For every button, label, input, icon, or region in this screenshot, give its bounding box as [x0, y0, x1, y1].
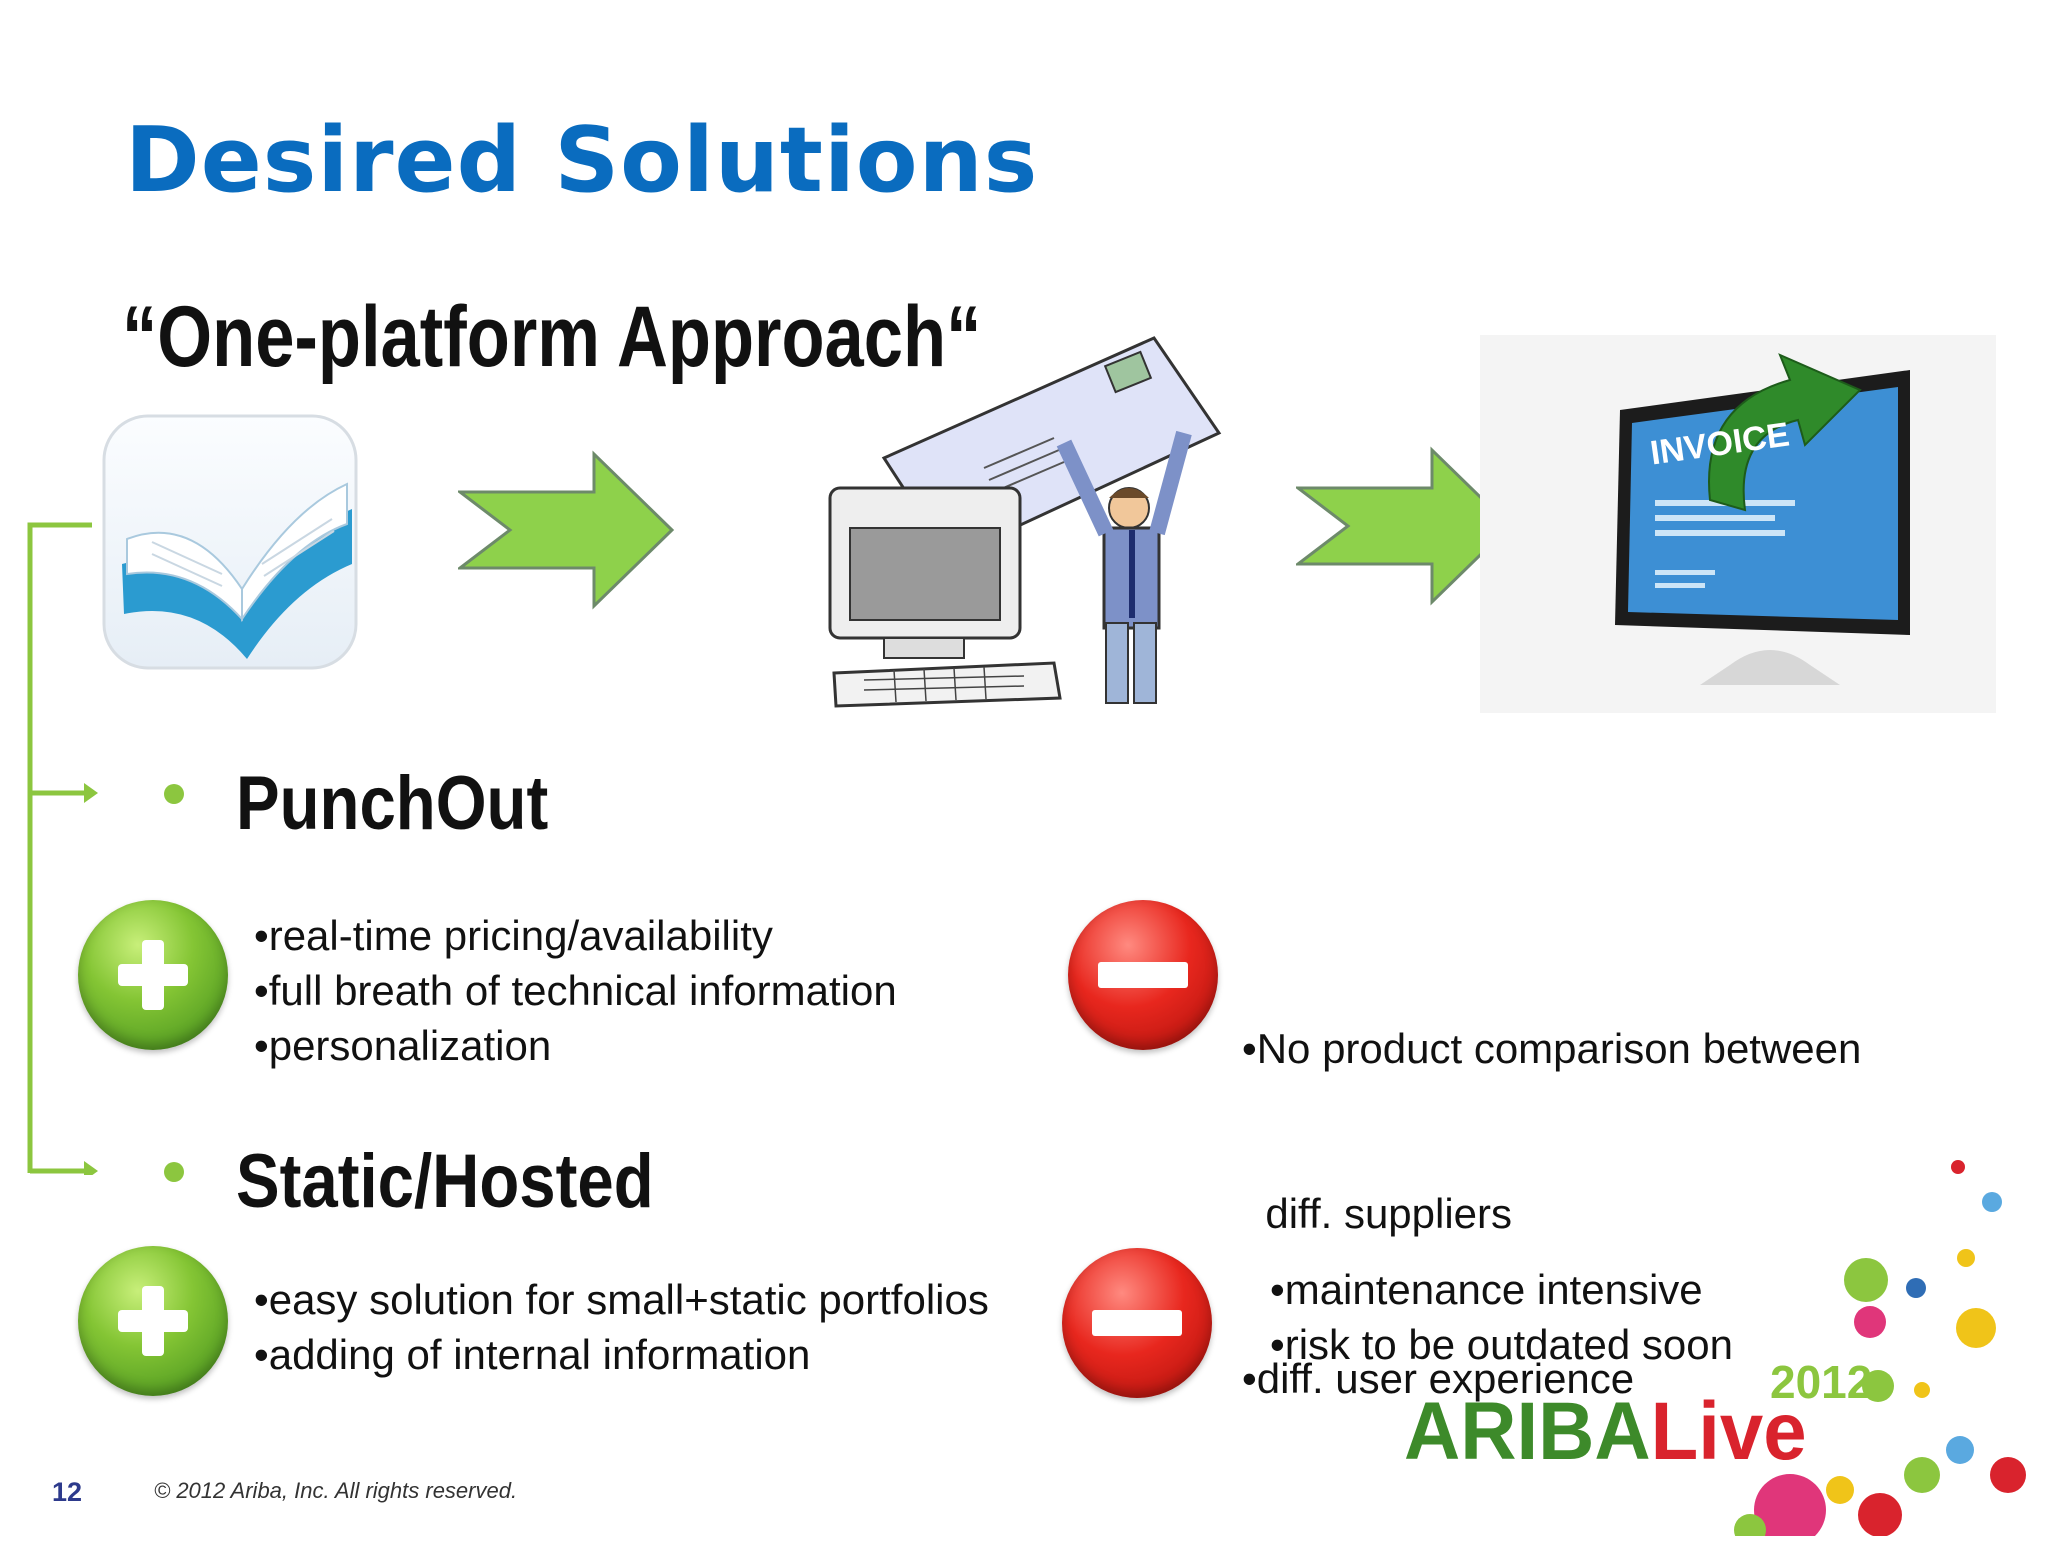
slide-title: Desired Solutions: [125, 108, 1039, 213]
list-item: •No product comparison between: [1242, 1025, 1862, 1072]
static-pros-list: •easy solution for small+static portfoli…: [254, 1272, 989, 1382]
list-item: •diff. user experience: [1242, 1355, 1635, 1402]
approach-subtitle: “One-platform Approach“: [122, 289, 982, 385]
list-item: •easy solution for small+static portfoli…: [254, 1276, 989, 1323]
list-item: •maintenance intensive: [1270, 1266, 1703, 1313]
invoice-monitor-image: INVOICE: [1480, 335, 1996, 713]
list-item: •full breath of technical information: [254, 967, 897, 1014]
section-heading-static-hosted: Static/Hosted: [236, 1139, 654, 1224]
copyright-notice: © 2012 Ariba, Inc. All rights reserved.: [154, 1478, 518, 1503]
section-heading-punchout: PunchOut: [236, 761, 549, 846]
flow-arrow-1: [455, 450, 676, 610]
minus-icon: [1068, 900, 1218, 1050]
static-cons-list: •maintenance intensive •risk to be outda…: [1270, 1262, 1733, 1372]
upload-illustration: [824, 318, 1224, 714]
flow-arrow-2: [1293, 446, 1514, 606]
list-item: •risk to be outdated soon: [1270, 1321, 1734, 1368]
list-item: diff. suppliers: [1242, 1190, 1513, 1237]
plus-icon: [78, 1246, 228, 1396]
bracket-connector: [20, 515, 100, 1181]
ariba-live-logo: ARIBALive: [1404, 1386, 1807, 1477]
section-bullet: [164, 1162, 184, 1182]
section-bullet: [164, 784, 184, 804]
plus-icon: [78, 900, 228, 1050]
decorative-dots: [1660, 1150, 2048, 1541]
minus-icon: [1062, 1248, 1212, 1398]
list-item: •adding of internal information: [254, 1331, 811, 1378]
brand-year: 2012: [1770, 1356, 1873, 1408]
list-item: •real-time pricing/availability: [254, 912, 773, 959]
page-number: 12: [52, 1477, 83, 1507]
punchout-pros-list: •real-time pricing/availability •full br…: [254, 908, 897, 1073]
open-book-icon: [102, 414, 358, 670]
punchout-cons-list: •No product comparison between diff. sup…: [1242, 911, 1861, 1461]
list-item: •personalization: [254, 1022, 552, 1069]
